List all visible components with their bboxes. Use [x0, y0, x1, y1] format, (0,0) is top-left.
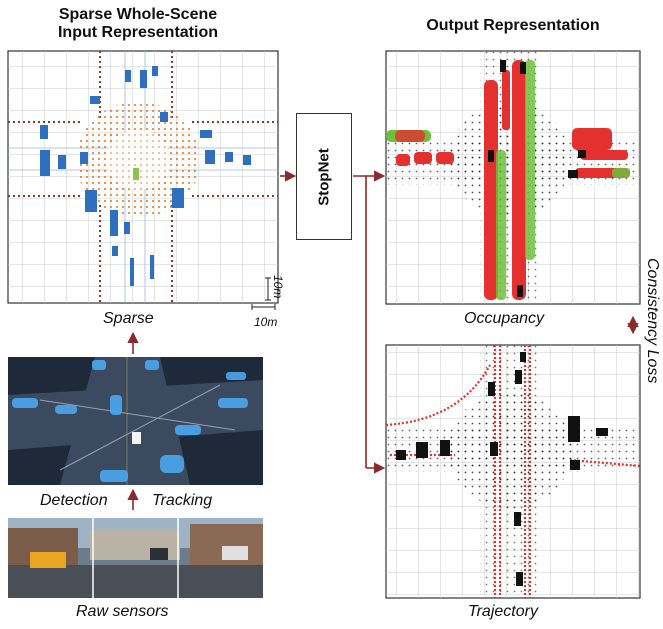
trajectory-label: Trajectory [468, 603, 538, 620]
occupancy-agents [488, 60, 586, 297]
road-edges [8, 51, 278, 303]
scale-label-vertical: 10m [271, 275, 285, 299]
stopnet-box: StopNet [296, 113, 352, 240]
trajectory-panel [385, 344, 641, 599]
scale-label-horizontal: 10m [254, 315, 278, 329]
raw-camera-images [8, 518, 263, 598]
occupancy-panel [385, 50, 641, 305]
input-title-line2: Input Representation [57, 24, 218, 41]
arrows [127, 170, 639, 510]
input-title: Sparse Whole-Scene Input Representation [8, 6, 268, 42]
occupancy-flows [386, 60, 630, 300]
input-title-line1: Sparse Whole-Scene [58, 6, 218, 23]
detection-label: Detection [40, 492, 108, 509]
sparse-input-panel [7, 50, 279, 304]
agent-points [40, 66, 251, 286]
raw-sensors-label: Raw sensors [76, 603, 169, 620]
arrow-stopnet-split [353, 175, 367, 468]
ego-vehicle [133, 168, 139, 180]
scale-bars [251, 277, 276, 310]
sparse-label: Sparse [103, 310, 154, 327]
detection-render [8, 357, 263, 485]
trajectory-agents [396, 352, 608, 586]
tracking-label: Tracking [152, 492, 213, 509]
occupancy-label: Occupancy [464, 310, 545, 327]
consistency-loss-label: Consistency Loss [644, 258, 661, 384]
stopnet-label: StopNet [315, 147, 333, 206]
output-title: Output Representation [426, 17, 600, 34]
